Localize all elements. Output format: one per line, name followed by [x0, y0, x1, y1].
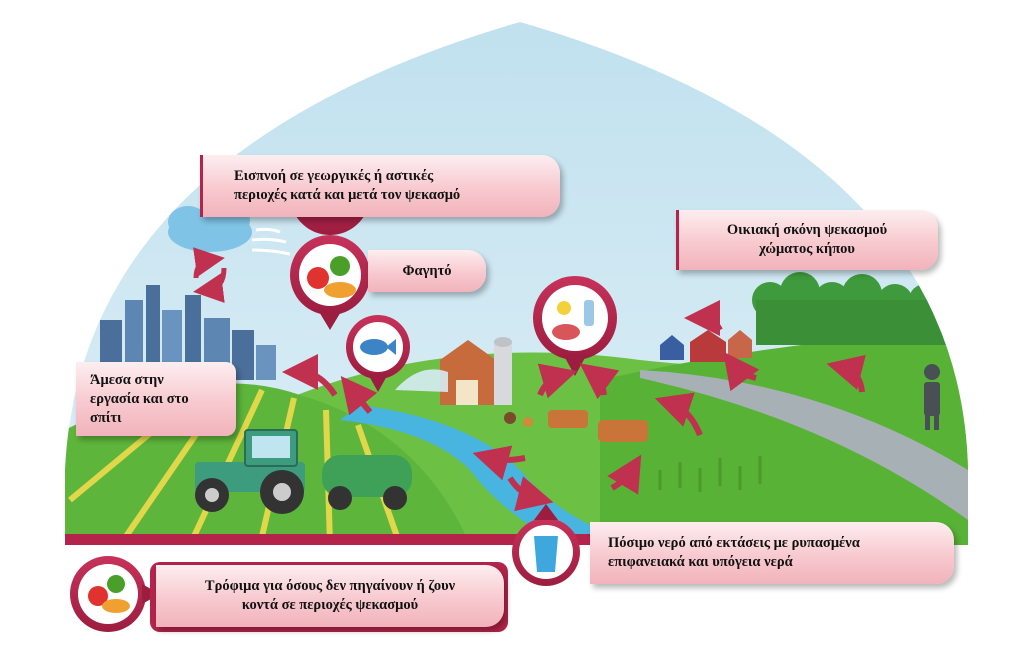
- inhalation-text-line2: περιοχές κατά και μετά τον ψεκασμό: [234, 187, 461, 203]
- food-text: Φαγητό: [402, 262, 452, 279]
- corn-plant-icon: [658, 456, 762, 492]
- food-far-pin: [70, 556, 160, 632]
- household-dust-line1: Οικιακή σκόνη ψεκασμού: [726, 222, 888, 238]
- direct-work-line3: σπίτι: [90, 409, 122, 426]
- food-not-near-line2: κοντά σε περιοχές ψεκασμού: [241, 597, 419, 613]
- household-dust-line2: χώματος κήπου: [759, 241, 855, 257]
- greenhouse-icon: [395, 369, 448, 392]
- food-not-near-callout: Τρόφιμα για όσους δεν πηγαίνουν ή ζουν κ…: [156, 565, 504, 627]
- fish-icon: [346, 315, 410, 392]
- person-spraying-icon: [924, 364, 940, 430]
- wind-icon: [251, 227, 291, 256]
- silo-icon: [494, 337, 512, 405]
- drinking-water-line2: επιφανειακά και υπόγεια νερά: [608, 554, 793, 570]
- tree-icon: [752, 272, 946, 345]
- drinking-glass-icon: [512, 504, 580, 586]
- direct-work-line1: Άμεσα στην: [90, 371, 164, 388]
- recycle-arrows-icon: [193, 247, 227, 304]
- sprayer-tank-icon: [322, 455, 412, 510]
- food-callout: Φαγητό: [368, 250, 486, 292]
- house-icon: [660, 330, 752, 362]
- ground-strip: [65, 534, 625, 545]
- road: [640, 370, 968, 520]
- meat-egg-milk-icon: [533, 276, 617, 376]
- drinking-water-callout: Πόσιμο νερό από εκτάσεις με ρυπασμένα επ…: [590, 522, 954, 584]
- rooster-icon: [504, 412, 533, 427]
- drinking-water-line1: Πόσιμο νερό από εκτάσεις με ρυπασμένα: [608, 535, 860, 551]
- direct-work-line2: εργασία και στο: [90, 390, 189, 407]
- inhalation-text-line1: Εισπνοή σε γεωργικές ή αστικές: [234, 168, 434, 184]
- cow-icon: [548, 410, 648, 442]
- inhalation-callout: Εισπνοή σε γεωργικές ή αστικές περιοχές …: [200, 155, 560, 217]
- food-not-near-line1: Τρόφιμα για όσους δεν πηγαίνουν ή ζουν: [204, 578, 456, 594]
- tractor-icon: [195, 429, 305, 514]
- barn-icon: [440, 340, 496, 405]
- household-dust-callout: Οικιακή σκόνη ψεκασμού χώματος κήπου: [676, 210, 938, 270]
- direct-work-home-callout: Άμεσα στην εργασία και στο σπίτι: [76, 362, 236, 436]
- exposure-arrows: [282, 300, 866, 512]
